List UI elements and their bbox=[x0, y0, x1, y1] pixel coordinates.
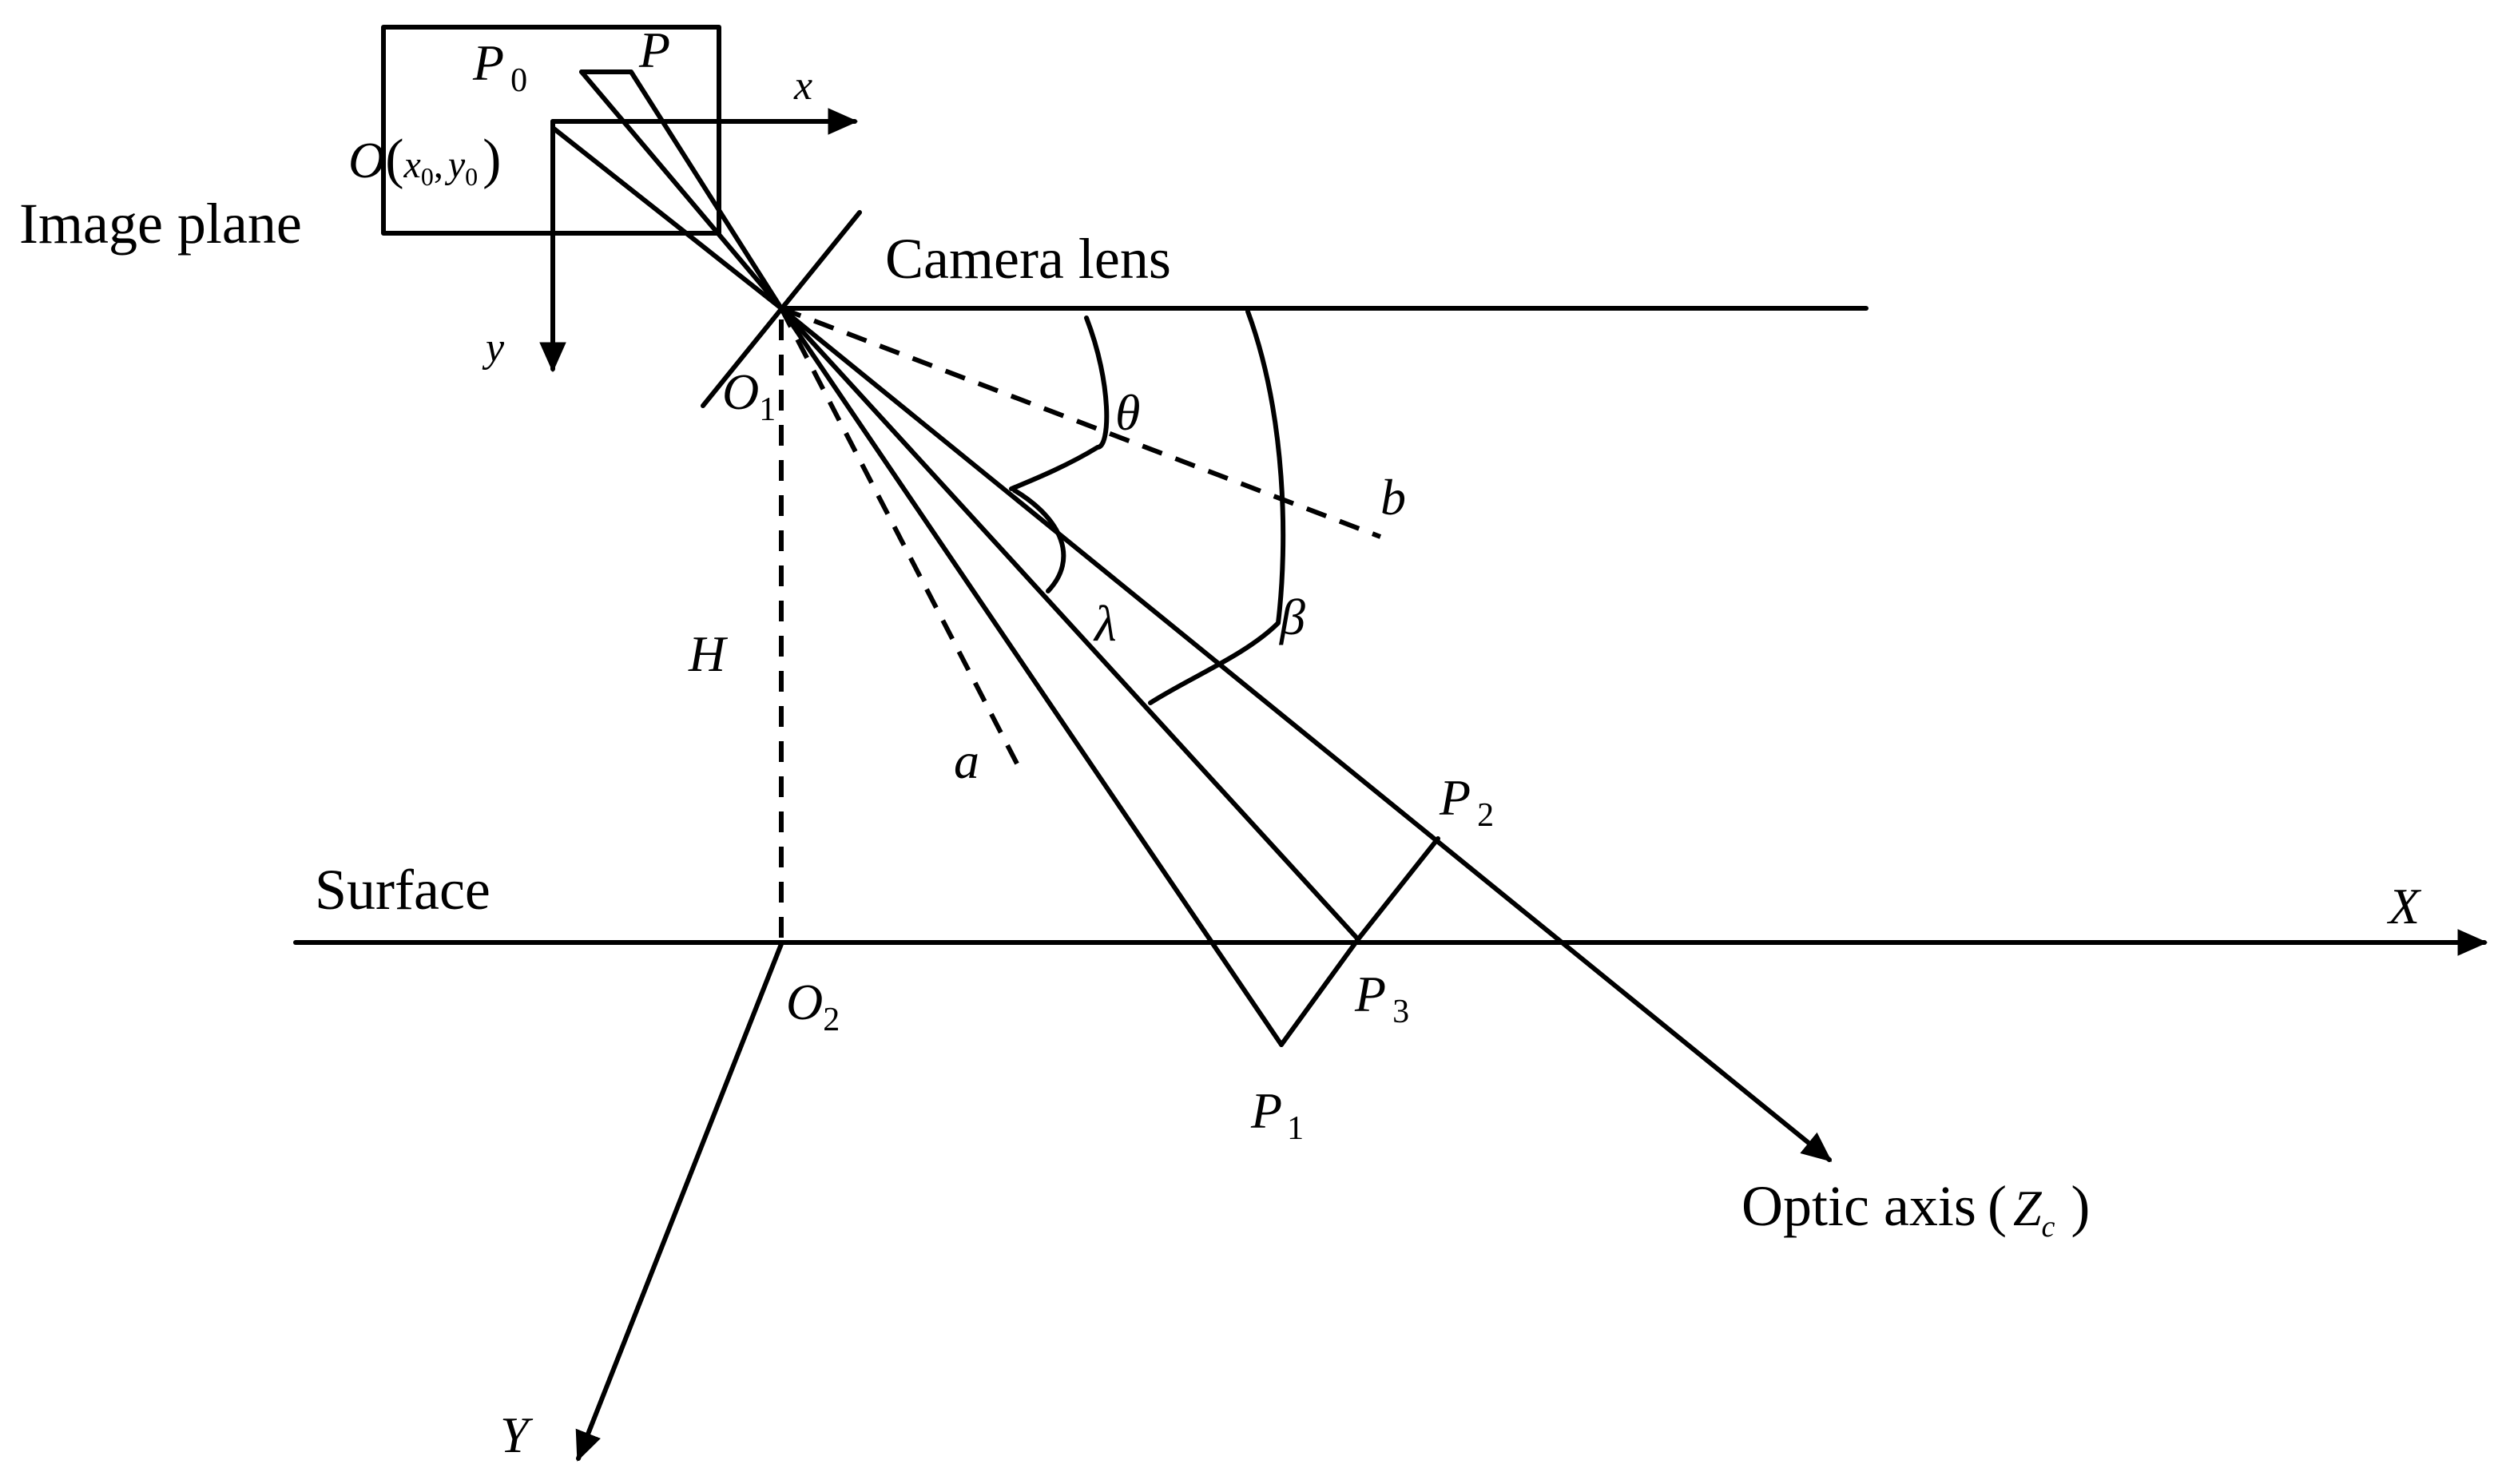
angle-theta-label: θ bbox=[1115, 384, 1140, 441]
zc-z: Z bbox=[2013, 1180, 2043, 1236]
origin-label: O(x0,y0) bbox=[348, 129, 501, 191]
point-p1-subscript: 1 bbox=[1287, 1110, 1304, 1147]
angle-theta-arc bbox=[1009, 315, 1110, 491]
point-o1-subscript: 1 bbox=[759, 391, 776, 428]
segment-p3-p2 bbox=[1356, 836, 1440, 942]
optic-axis-paren-close: ) bbox=[2071, 1174, 2090, 1238]
dashed-line-b bbox=[780, 306, 1382, 539]
point-o1-label: O1 bbox=[722, 363, 776, 428]
ray-p-to-o1 bbox=[629, 69, 784, 311]
segment-p1-p3 bbox=[1279, 937, 1360, 1047]
image-plane-label: Image plane bbox=[19, 192, 302, 256]
camera-lens-label: Camera lens bbox=[885, 227, 1171, 291]
point-o2-label: O2 bbox=[786, 974, 840, 1038]
surface-x-axis-label: X bbox=[2386, 878, 2422, 934]
line-a-label: a bbox=[954, 732, 979, 789]
origin-x: x bbox=[403, 144, 421, 186]
optic-axis-paren-open: ( bbox=[1988, 1174, 2007, 1238]
ray-o-to-o1 bbox=[550, 125, 784, 311]
point-p-label: P bbox=[638, 22, 670, 78]
line-b-label: b bbox=[1380, 469, 1406, 526]
point-p3-subscript: 3 bbox=[1392, 994, 1409, 1030]
ray-o1-to-p3 bbox=[779, 306, 1360, 942]
height-h-label: H bbox=[688, 625, 729, 682]
origin-paren-close: ) bbox=[483, 129, 501, 190]
image-x-axis-label: x bbox=[793, 63, 812, 109]
dashed-line-a bbox=[779, 307, 1020, 767]
angle-lambda-arc bbox=[1012, 488, 1066, 593]
origin-y-subscript: 0 bbox=[465, 162, 478, 191]
angle-beta-label: β bbox=[1278, 589, 1305, 645]
surface-label: Surface bbox=[315, 858, 490, 922]
zc-subscript: c bbox=[2042, 1210, 2055, 1244]
origin-paren-open: ( bbox=[385, 129, 403, 190]
angle-beta-arc bbox=[1148, 309, 1286, 705]
surface-y-axis bbox=[575, 942, 784, 1462]
image-y-axis-label: y bbox=[482, 325, 505, 371]
point-p2-subscript: 2 bbox=[1477, 797, 1494, 834]
point-p0-subscript: 0 bbox=[510, 62, 527, 99]
surface-y-axis-label: Y bbox=[500, 1407, 534, 1463]
origin-y: y bbox=[444, 144, 466, 186]
optic-axis-label: Optic axis(Zc) bbox=[1741, 1174, 2090, 1244]
ray-o1-to-p1 bbox=[779, 306, 1284, 1047]
origin-comma: , bbox=[434, 144, 443, 186]
point-o2-subscript: 2 bbox=[823, 1002, 840, 1038]
origin-x-subscript: 0 bbox=[421, 162, 434, 191]
optic-axis-line bbox=[779, 306, 1833, 1162]
angle-lambda-label: λ bbox=[1093, 595, 1117, 652]
ray-p0-to-o1 bbox=[579, 69, 784, 311]
